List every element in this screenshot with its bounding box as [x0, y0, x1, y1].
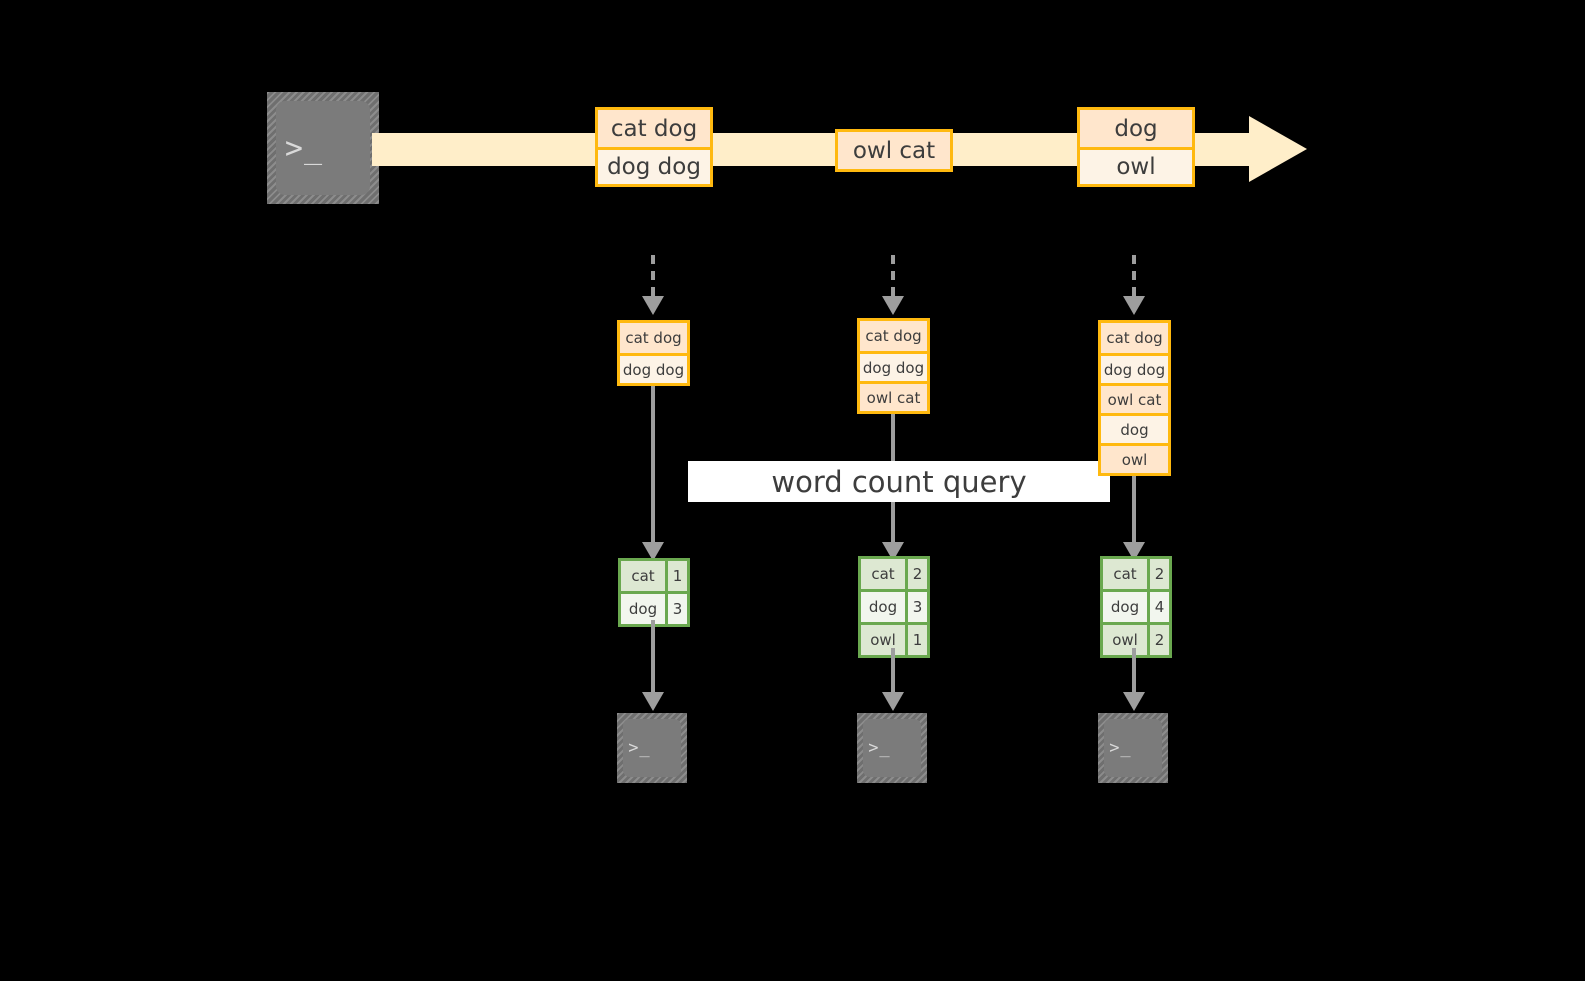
- state-to-result-connector: [651, 386, 655, 544]
- stream-message-line: dog dog: [598, 147, 710, 184]
- terminal-prompt: >_: [284, 130, 324, 166]
- sink-terminal-icon: >_: [617, 713, 687, 783]
- stream-message: cat dog dog dog: [595, 107, 713, 187]
- terminal-prompt: >_: [1109, 738, 1132, 758]
- state-row: dog: [1101, 413, 1168, 443]
- state-row: dog dog: [620, 353, 687, 383]
- result-count: 1: [905, 625, 927, 655]
- query-label-band: word count query: [688, 461, 1110, 502]
- state-row: dog dog: [1101, 353, 1168, 383]
- result-table: cat 1 dog 3: [618, 558, 690, 627]
- state-table: cat dog dog dog: [617, 320, 690, 386]
- stream-message: dog owl: [1077, 107, 1195, 187]
- state-row: owl: [1101, 443, 1168, 473]
- table-row: owl 1: [861, 622, 927, 655]
- stream-to-state-connector: [1132, 255, 1136, 297]
- stream-to-state-arrowhead: [1123, 296, 1145, 315]
- result-word: dog: [1103, 592, 1147, 622]
- stream-message-line: cat dog: [598, 110, 710, 147]
- state-to-result-connector: [1132, 473, 1136, 544]
- table-row: cat 2: [1103, 559, 1169, 589]
- terminal-prompt: >_: [628, 738, 651, 758]
- state-row: cat dog: [620, 323, 687, 353]
- result-count: 2: [1147, 625, 1169, 655]
- stream-to-state-connector: [651, 255, 655, 297]
- stream-to-state-arrowhead: [882, 296, 904, 315]
- result-count: 2: [1147, 559, 1169, 589]
- result-count: 2: [905, 559, 927, 589]
- table-row: dog 4: [1103, 589, 1169, 622]
- state-row: owl cat: [1101, 383, 1168, 413]
- state-row: cat dog: [1101, 323, 1168, 353]
- stream-message: owl cat: [835, 129, 953, 172]
- result-table: cat 2 dog 3 owl 1: [858, 556, 930, 658]
- result-count: 3: [665, 594, 687, 624]
- state-table: cat dog dog dog owl cat dog owl: [1098, 320, 1171, 476]
- state-row: dog dog: [860, 351, 927, 381]
- state-to-result-arrowhead: [642, 542, 664, 561]
- terminal-screen: [623, 719, 681, 777]
- terminal-screen: [276, 101, 370, 195]
- stream-to-state-connector: [891, 255, 895, 297]
- result-to-sink-arrowhead: [882, 692, 904, 711]
- result-count: 3: [905, 592, 927, 622]
- result-count: 1: [665, 561, 687, 591]
- result-count: 4: [1147, 592, 1169, 622]
- result-to-sink-connector: [651, 620, 655, 693]
- source-terminal-icon: >_: [267, 92, 379, 204]
- state-row: cat dog: [860, 321, 927, 351]
- result-word: cat: [621, 561, 665, 591]
- result-word: dog: [861, 592, 905, 622]
- result-word: owl: [1103, 625, 1147, 655]
- stream-message-line: dog: [1080, 110, 1192, 147]
- table-row: owl 2: [1103, 622, 1169, 655]
- stream-arrowhead: [1249, 116, 1307, 182]
- table-row: cat 2: [861, 559, 927, 589]
- sink-terminal-icon: >_: [1098, 713, 1168, 783]
- stream-message-line: owl: [1080, 147, 1192, 184]
- result-table: cat 2 dog 4 owl 2: [1100, 556, 1172, 658]
- result-word: cat: [1103, 559, 1147, 589]
- sink-terminal-icon: >_: [857, 713, 927, 783]
- terminal-prompt: >_: [868, 738, 891, 758]
- state-row: owl cat: [860, 381, 927, 411]
- stream-to-state-arrowhead: [642, 296, 664, 315]
- result-word: dog: [621, 594, 665, 624]
- result-to-sink-connector: [891, 648, 895, 693]
- result-to-sink-arrowhead: [1123, 692, 1145, 711]
- query-label: word count query: [771, 464, 1027, 499]
- state-table: cat dog dog dog owl cat: [857, 318, 930, 414]
- result-to-sink-arrowhead: [642, 692, 664, 711]
- table-row: cat 1: [621, 561, 687, 591]
- terminal-screen: [863, 719, 921, 777]
- table-row: dog 3: [621, 591, 687, 624]
- terminal-screen: [1104, 719, 1162, 777]
- result-word: owl: [861, 625, 905, 655]
- stream-message-line: owl cat: [838, 132, 950, 169]
- result-word: cat: [861, 559, 905, 589]
- table-row: dog 3: [861, 589, 927, 622]
- result-to-sink-connector: [1132, 648, 1136, 693]
